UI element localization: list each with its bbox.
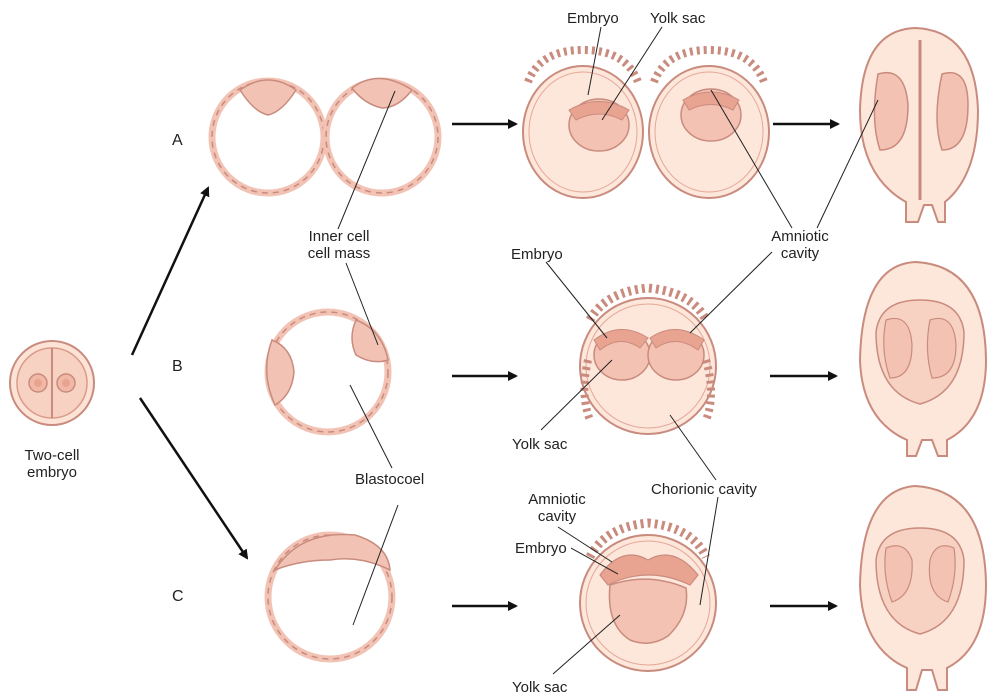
arrow-to-a <box>132 188 208 355</box>
leader-embryo-b <box>546 262 607 338</box>
inner-cell-line1: Inner cell <box>296 228 382 245</box>
row-label-b: B <box>172 358 183 375</box>
row-b-chorion <box>580 288 716 434</box>
uterus-c <box>860 486 986 690</box>
row-label-c: C <box>172 588 184 605</box>
row-c-blastocyst <box>268 534 392 659</box>
uterus-b <box>860 262 986 456</box>
yolk-sac-label-b: Yolk sac <box>512 436 567 453</box>
blastocoel-label: Blastocoel <box>355 471 424 488</box>
chorionic-cavity-label: Chorionic cavity <box>651 481 757 498</box>
amniotic-line2: cavity <box>760 245 840 262</box>
embryo-label-b: Embryo <box>511 246 563 263</box>
two-cell-line1: Two-cell <box>20 447 84 464</box>
embryo-label-c: Embryo <box>515 540 567 557</box>
row-a-chorions <box>523 50 769 198</box>
row-c-chorion <box>580 523 716 671</box>
inner-cell-line2: cell mass <box>296 245 382 262</box>
yolk-sac-label-a: Yolk sac <box>650 10 705 27</box>
amniotic-c-line1: Amniotic <box>519 491 595 508</box>
amniotic-c-line2: cavity <box>519 508 595 525</box>
leader-amniotic-to-uterus <box>817 100 878 228</box>
inner-cell-mass-label: Inner cell cell mass <box>296 228 382 262</box>
amniotic-cavity-label-c: Amniotic cavity <box>519 491 595 525</box>
row-a-blastocysts <box>212 78 438 193</box>
row-label-a: A <box>172 132 183 149</box>
amniotic-cavity-label: Amniotic cavity <box>760 228 840 262</box>
arrow-to-c <box>140 398 247 558</box>
divergence-arrows <box>132 188 247 558</box>
amniotic-line1: Amniotic <box>760 228 840 245</box>
leader-chorionic <box>670 415 716 480</box>
two-cell-embryo <box>10 341 94 425</box>
two-cell-embryo-label: Two-cell embryo <box>20 447 84 481</box>
leader-inner-cell-a <box>338 91 395 229</box>
row-b-blastocyst <box>267 312 388 432</box>
two-cell-line2: embryo <box>20 464 84 481</box>
leader-amniotic-to-b <box>690 252 772 333</box>
embryo-label-a: Embryo <box>567 10 619 27</box>
uterus-a <box>860 28 978 222</box>
yolk-sac-label-c: Yolk sac <box>512 679 567 696</box>
